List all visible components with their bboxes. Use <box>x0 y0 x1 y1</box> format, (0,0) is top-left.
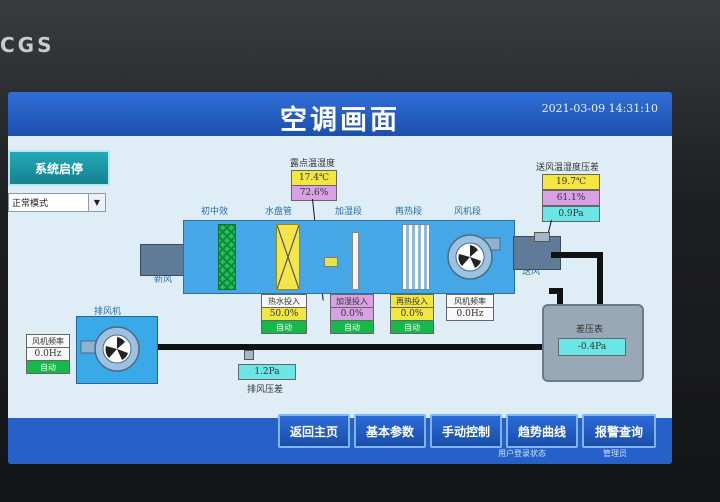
water-valve-mode[interactable]: 自动 <box>261 320 307 334</box>
outlet-pipe-horizontal <box>549 288 563 294</box>
diff-pressure-gauge: 差压表 -0.4Pa <box>542 304 644 382</box>
dew-point-sensor-icon <box>324 257 338 267</box>
supply-air-pressure: 0.9Pa <box>542 206 600 222</box>
datetime-display: 2021-03-09 14:31:10 <box>541 102 658 115</box>
water-valve-label: 热水投入 <box>261 294 307 308</box>
chevron-down-icon: ▼ <box>88 194 105 211</box>
reheat-label: 再热投入 <box>390 294 434 308</box>
exhaust-fan-unit[interactable] <box>76 316 158 384</box>
water-coil-icon <box>276 224 300 290</box>
title-bar: 空调画面 2021-03-09 14:31:10 <box>8 92 672 136</box>
water-valve-value: 50.0% <box>261 307 307 321</box>
section-label-filter: 初中效 <box>201 207 229 217</box>
exhaust-pressure-value: 1.2Pa <box>238 364 296 380</box>
fresh-air-inlet <box>140 244 186 276</box>
process-panel: 系统启停 正常模式 ▼ 露点温湿度 17.4℃ 72.6% 送风温湿度压差 19… <box>8 136 672 418</box>
basic-params-button[interactable]: 基本参数 <box>354 414 426 448</box>
diff-pipe-vertical <box>597 252 603 306</box>
manual-control-button[interactable]: 手动控制 <box>430 414 502 448</box>
sensor-box-supply <box>534 232 550 242</box>
system-start-stop-button[interactable]: 系统启停 <box>8 150 110 186</box>
section-label-water-coil: 水盘管 <box>265 207 293 217</box>
return-pipe-horizontal <box>158 344 563 350</box>
hmi-screen: 空调画面 2021-03-09 14:31:10 系统启停 正常模式 ▼ 露点温… <box>8 92 672 464</box>
mode-select[interactable]: 正常模式 ▼ <box>8 193 106 212</box>
reheat-value: 0.0% <box>390 307 434 321</box>
section-label-humidifier: 加湿段 <box>335 207 363 217</box>
alarm-query-button[interactable]: 报警查询 <box>582 414 656 448</box>
trend-curve-button[interactable]: 趋势曲线 <box>506 414 578 448</box>
section-label-fan: 风机段 <box>454 207 482 217</box>
supply-air-temperature: 19.7℃ <box>542 174 600 190</box>
exhaust-fan-icon <box>80 326 140 372</box>
supply-fan-icon <box>444 232 502 282</box>
exhaust-fan-freq-label: 风机频率 <box>26 334 70 348</box>
exhaust-pressure-label: 排风压差 <box>247 385 284 395</box>
dew-point-temperature: 17.4℃ <box>291 170 337 186</box>
supply-outlet-label: 送风 <box>522 267 541 277</box>
exhaust-fan-freq-value: 0.0Hz <box>26 347 70 361</box>
exhaust-fan-title: 排风机 <box>94 307 122 317</box>
fresh-air-label: 新风 <box>154 275 173 285</box>
user-login-status: 用户登录状态 <box>498 449 546 458</box>
mode-select-value: 正常模式 <box>12 199 49 209</box>
page-title: 空调画面 <box>280 105 400 136</box>
exhaust-pressure-sensor-icon <box>244 350 254 360</box>
humidify-value: 0.0% <box>330 307 374 321</box>
supply-air-label: 送风温湿度压差 <box>536 163 600 173</box>
reheat-mode[interactable]: 自动 <box>390 320 434 334</box>
dew-point-humidity: 72.6% <box>291 185 337 201</box>
humidifier-icon <box>352 232 359 290</box>
supply-fan-freq-value: 0.0Hz <box>446 307 494 321</box>
coil-cross-icon <box>276 224 300 290</box>
brand-logo: CGS <box>0 33 55 57</box>
humidify-label: 加湿投入 <box>330 294 374 308</box>
diff-pipe-horizontal <box>551 252 603 258</box>
humidify-mode[interactable]: 自动 <box>330 320 374 334</box>
user-role: 管理员 <box>603 449 627 458</box>
diff-pressure-value: -0.4Pa <box>558 338 626 356</box>
reheat-coil-icon <box>402 224 430 290</box>
home-button[interactable]: 返回主页 <box>278 414 350 448</box>
supply-air-humidity: 61.1% <box>542 190 600 206</box>
filter-icon <box>218 224 236 290</box>
dew-point-label: 露点温湿度 <box>290 159 336 169</box>
section-label-reheat: 再热段 <box>395 207 423 217</box>
exhaust-fan-mode[interactable]: 自动 <box>26 360 70 374</box>
diff-pressure-label: 差压表 <box>576 325 604 335</box>
supply-fan-freq-label: 风机频率 <box>446 294 494 308</box>
